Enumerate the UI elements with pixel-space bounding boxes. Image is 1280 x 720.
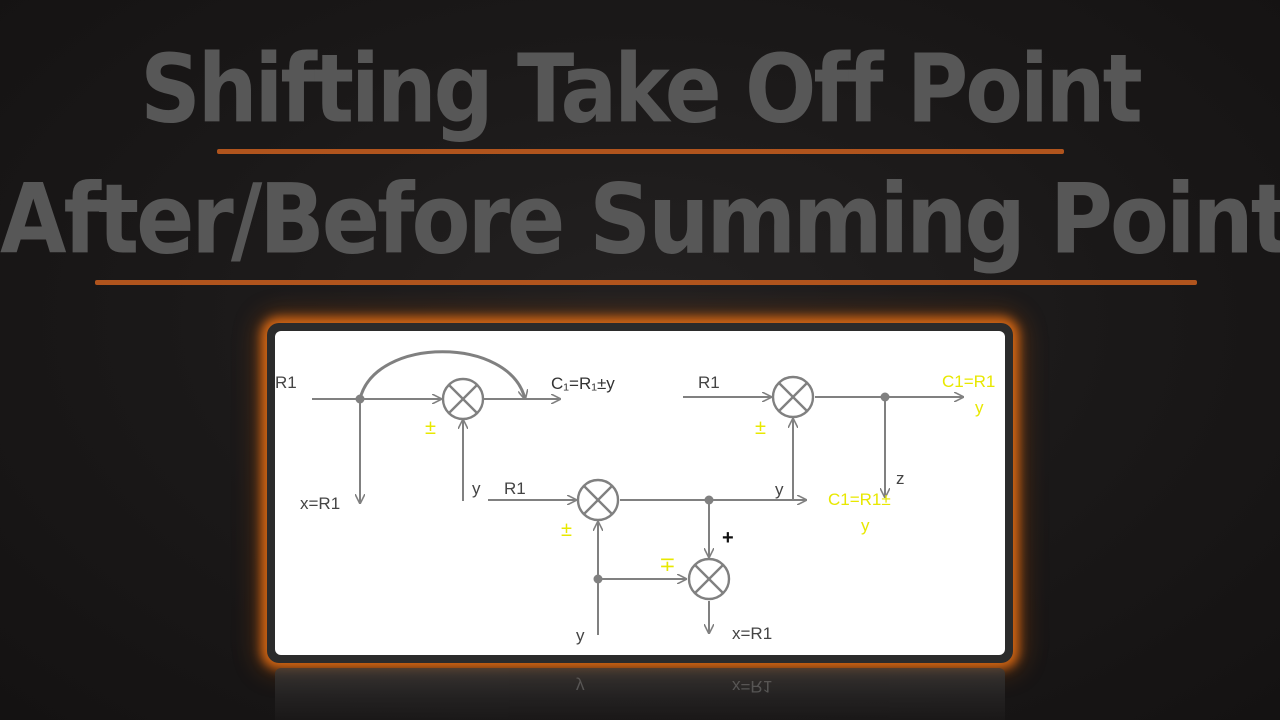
reflection-takeoff-label: x=R1 bbox=[732, 677, 773, 696]
right-sign-label: ± bbox=[755, 417, 766, 439]
reflection-y-label: y bbox=[576, 677, 585, 696]
bottom-after-y-label: y bbox=[775, 480, 784, 499]
bottom-branch-point bbox=[593, 574, 603, 584]
right-output-label-line2: y bbox=[975, 398, 984, 417]
bottom-sign2-label: ∓ bbox=[659, 554, 676, 576]
bottom-summing-point-2 bbox=[687, 557, 731, 601]
diagram-reflection: y x=R1 bbox=[275, 668, 1005, 720]
right-summing-point bbox=[771, 375, 815, 419]
bottom-summing-point-1 bbox=[576, 478, 620, 522]
diagram-panel: R1 C₁=R₁±y y x=R1 R1 z R1 y y x=R1 + ± ±… bbox=[275, 331, 1005, 655]
left-sign-label: ± bbox=[425, 417, 436, 439]
left-output-label: C₁=R₁±y bbox=[551, 374, 615, 393]
right-takeoff-label: z bbox=[896, 469, 905, 488]
title-underline-2 bbox=[95, 280, 1197, 285]
left-input-label: R1 bbox=[275, 373, 297, 392]
title-underline-1 bbox=[217, 149, 1064, 154]
block-diagram: R1 C₁=R₁±y y x=R1 R1 z R1 y y x=R1 + ± ±… bbox=[275, 350, 995, 645]
left-feedback-label: y bbox=[472, 479, 481, 498]
bottom-feedback-label: y bbox=[576, 626, 585, 645]
left-takeoff-point bbox=[355, 394, 365, 404]
left-summing-point bbox=[441, 377, 485, 421]
bottom-takeoff-point bbox=[704, 495, 714, 505]
bottom-plus-label: + bbox=[722, 527, 734, 549]
title-line-2: After/Before Summing Point bbox=[0, 164, 1280, 276]
left-takeoff-label: x=R1 bbox=[300, 494, 340, 513]
right-input-label: R1 bbox=[698, 373, 720, 392]
right-output-label-line1: C1=R1 bbox=[942, 372, 995, 391]
bottom-input-label: R1 bbox=[504, 479, 526, 498]
bottom-output-label-line1: C1=R1± bbox=[828, 490, 891, 509]
right-takeoff-point bbox=[880, 392, 890, 402]
bottom-sign1-label: ± bbox=[561, 519, 572, 541]
bottom-takeoff-label: x=R1 bbox=[732, 624, 772, 643]
bottom-output-label-line2: y bbox=[861, 516, 870, 535]
title-line-1: Shifting Take Off Point bbox=[140, 34, 1143, 144]
left-shift-arc bbox=[358, 350, 525, 399]
